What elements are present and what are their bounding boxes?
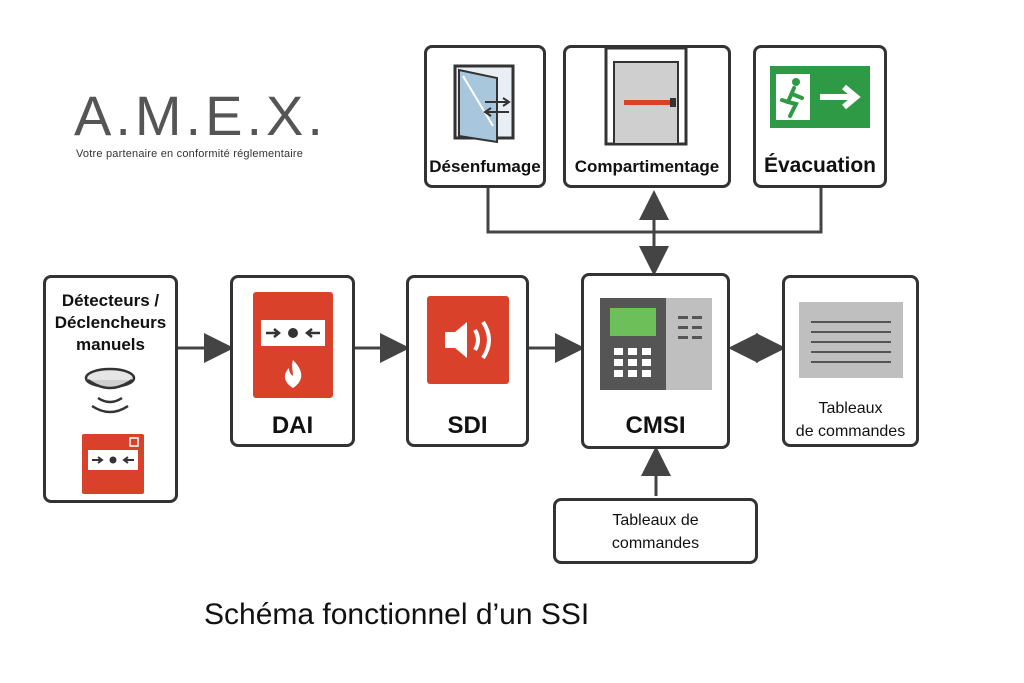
- node-compartimentage: Compartimentage: [563, 45, 731, 188]
- node-desenfumage: Désenfumage: [424, 45, 546, 188]
- label-tableaux-bottom-line2: commandes: [611, 535, 700, 552]
- label-tableaux-right-line2: de commandes: [795, 423, 906, 440]
- manual-call-point-icon: [253, 292, 333, 398]
- panel-icon: [799, 302, 903, 378]
- label-dai: DAI: [271, 412, 314, 439]
- node-tableaux-bottom: Tableaux de commandes: [553, 498, 758, 564]
- node-cmsi: CMSI: [581, 273, 730, 449]
- label-detecteurs-line1: Détecteurs /: [61, 291, 160, 310]
- bus-evacuation: [654, 188, 823, 234]
- control-panel-icon: [600, 298, 712, 390]
- bus-desenfumage: [486, 188, 654, 234]
- node-dai: DAI: [230, 275, 355, 447]
- amex-logo: A.M.E.X.: [74, 84, 327, 147]
- window-icon: [453, 64, 515, 144]
- exit-sign-icon: [770, 66, 870, 128]
- label-sdi: SDI: [447, 412, 488, 439]
- node-tableaux-right: Tableaux de commandes: [782, 275, 919, 447]
- speaker-icon: [427, 296, 509, 384]
- label-cmsi: CMSI: [625, 412, 686, 439]
- label-evacuation: Évacuation: [763, 154, 877, 177]
- node-sdi: SDI: [406, 275, 529, 447]
- call-point-icon: [82, 434, 144, 494]
- label-compartimentage: Compartimentage: [574, 157, 720, 176]
- label-tableaux-bottom-line1: Tableaux de: [612, 512, 699, 529]
- label-detecteurs-line3: manuels: [76, 335, 145, 354]
- label-detecteurs-line2: Déclencheurs: [54, 313, 167, 332]
- node-evacuation: Évacuation: [753, 45, 887, 188]
- label-tableaux-right-line1: Tableaux: [818, 400, 883, 417]
- logo-tagline: Votre partenaire en conformité réglement…: [76, 148, 304, 160]
- fire-door-icon: [604, 48, 688, 146]
- label-desenfumage: Désenfumage: [429, 157, 541, 176]
- smoke-detector-icon: [84, 367, 136, 414]
- diagram-caption: Schéma fonctionnel d’un SSI: [204, 598, 590, 631]
- node-detecteurs: Détecteurs / Déclencheurs manuels: [43, 275, 178, 503]
